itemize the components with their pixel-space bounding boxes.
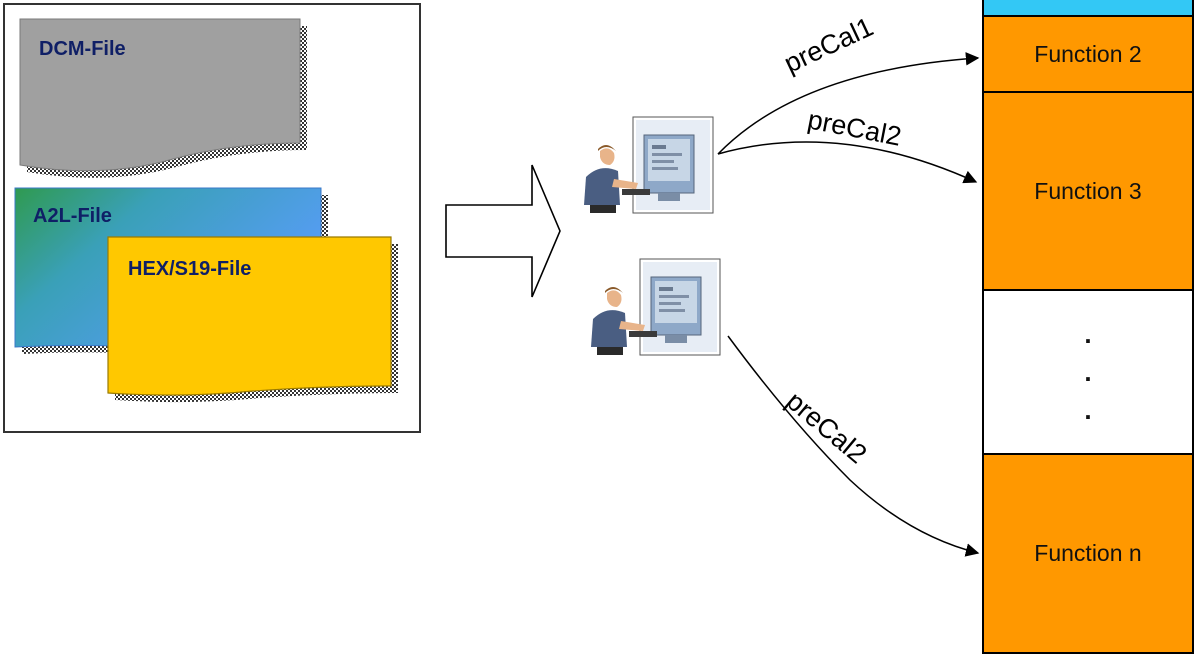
function-3-box: Function 3 bbox=[982, 91, 1194, 291]
hex-file-label: HEX/S19-File bbox=[128, 258, 252, 280]
ellipsis-box: . . . bbox=[982, 289, 1194, 455]
function-2-box: Function 2 bbox=[982, 15, 1194, 93]
engineer-workstation-icon bbox=[584, 116, 714, 214]
transform-arrow bbox=[445, 164, 561, 298]
vertical-ellipsis: . . . bbox=[1084, 319, 1092, 425]
dcm-file-label: DCM-File bbox=[39, 38, 126, 60]
a2l-file-label: A2L-File bbox=[33, 205, 112, 227]
dcm-file-document bbox=[19, 18, 307, 178]
function-n-label: Function n bbox=[1034, 540, 1142, 566]
function-3-label: Function 3 bbox=[1034, 177, 1142, 204]
ellipsis-dot: . bbox=[1084, 395, 1092, 425]
arrow-precal2-top bbox=[717, 141, 978, 184]
arrow-precal2-bottom bbox=[727, 335, 980, 557]
ellipsis-dot: . bbox=[1084, 319, 1092, 349]
ellipsis-dot: . bbox=[1084, 357, 1092, 387]
arrow-precal1 bbox=[717, 52, 980, 155]
function-2-label: Function 2 bbox=[1034, 40, 1142, 67]
hex-file-document bbox=[107, 236, 398, 403]
engineer-workstation-icon bbox=[591, 258, 721, 356]
function-n-box: Function n bbox=[982, 453, 1194, 654]
